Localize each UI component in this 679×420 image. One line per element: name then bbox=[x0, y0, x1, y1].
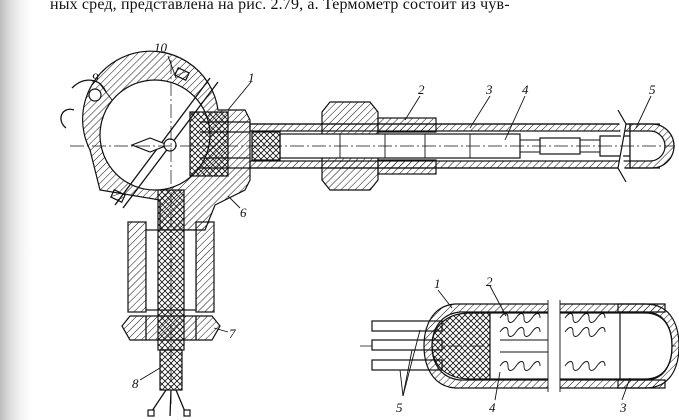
detail-label-3: 3 bbox=[619, 400, 627, 415]
page-header-text: ных сред, представлена на рис. 2.79, а. … bbox=[50, 0, 510, 13]
detail-label-1: 1 bbox=[434, 276, 441, 291]
label-10: 10 bbox=[154, 40, 168, 55]
label-9: 9 bbox=[92, 70, 99, 85]
label-3: 3 bbox=[485, 82, 493, 97]
detail-label-4: 4 bbox=[489, 400, 496, 415]
scanned-page-edge bbox=[0, 0, 34, 420]
label-5: 5 bbox=[649, 82, 656, 97]
label-8: 8 bbox=[132, 376, 139, 391]
main-assembly: 1 2 3 4 5 6 7 8 9 10 bbox=[60, 40, 675, 417]
sensor-coils bbox=[499, 313, 606, 371]
leader-lines bbox=[99, 55, 652, 381]
thermometer-stem bbox=[70, 60, 675, 405]
label-7: 7 bbox=[229, 326, 236, 341]
label-6: 6 bbox=[240, 205, 247, 220]
label-1: 1 bbox=[248, 70, 255, 85]
detail-label-5: 5 bbox=[396, 400, 403, 415]
head-housing bbox=[60, 50, 251, 231]
detail-label-2: 2 bbox=[486, 274, 493, 289]
label-2: 2 bbox=[418, 82, 425, 97]
detail-view: 1 2 3 4 5 bbox=[360, 274, 679, 415]
label-4: 4 bbox=[522, 82, 529, 97]
